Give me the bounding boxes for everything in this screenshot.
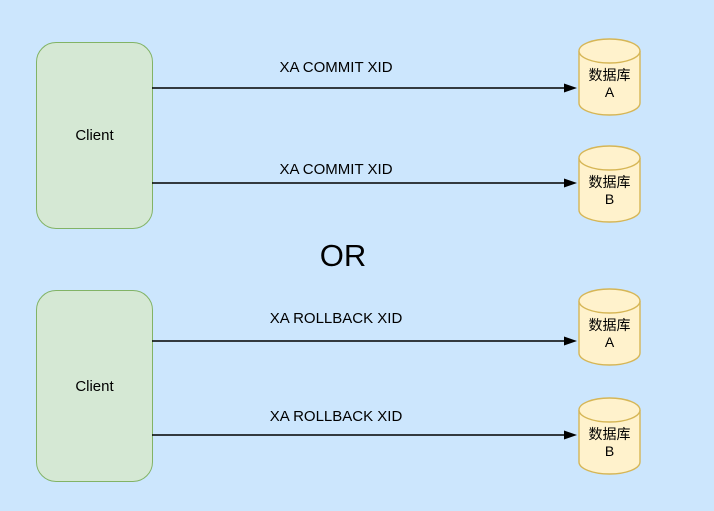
database-name: 数据库 xyxy=(588,174,631,190)
client-label: Client xyxy=(75,127,114,144)
arrow-commit-db-b xyxy=(152,178,577,188)
database-letter: A xyxy=(604,334,615,350)
cylinder-top xyxy=(578,38,641,64)
arrow-rollback-db-b xyxy=(152,430,577,440)
cylinder-body xyxy=(578,51,641,116)
database-name: 数据库 xyxy=(588,426,631,442)
database-node-b-bottom: 数据库 B xyxy=(578,397,641,475)
arrow-commit-db-a xyxy=(152,83,577,93)
edge-label-rollback-b: XA ROLLBACK XID xyxy=(269,408,403,425)
database-cylinder-icon xyxy=(578,145,641,223)
database-name: 数据库 xyxy=(588,317,631,333)
arrow-rollback-db-a xyxy=(152,336,577,346)
edge-label-commit-a: XA COMMIT XID xyxy=(279,59,393,76)
arrowhead-icon xyxy=(564,336,577,346)
database-letter: A xyxy=(604,84,615,100)
database-label: 数据库 B xyxy=(572,174,647,208)
cylinder-top xyxy=(578,397,641,423)
edge-label-rollback-a: XA ROLLBACK XID xyxy=(269,310,403,327)
database-label: 数据库 B xyxy=(572,426,647,460)
client-label: Client xyxy=(75,377,114,395)
database-node-b-top: 数据库 B xyxy=(578,145,641,223)
arrowhead-icon xyxy=(564,83,577,93)
cylinder-body xyxy=(578,301,641,366)
database-cylinder-icon xyxy=(578,397,641,475)
cylinder-top xyxy=(578,288,641,314)
database-letter: B xyxy=(604,443,615,459)
database-label: 数据库 A xyxy=(572,67,647,101)
edge-label-commit-b: XA COMMIT XID xyxy=(279,161,393,178)
client-node-bottom: Client xyxy=(36,290,153,482)
arrowhead-icon xyxy=(564,178,577,188)
database-letter: B xyxy=(604,191,615,207)
client-node-top: Client xyxy=(36,42,153,229)
database-name: 数据库 xyxy=(588,67,631,83)
arrowhead-icon xyxy=(564,430,577,440)
database-node-a-bottom: 数据库 A xyxy=(578,288,641,366)
database-node-a-top: 数据库 A xyxy=(578,38,641,116)
or-separator-label: OR xyxy=(319,238,367,273)
cylinder-body xyxy=(578,158,641,223)
cylinder-body xyxy=(578,410,641,475)
cylinder-top xyxy=(578,145,641,171)
database-cylinder-icon xyxy=(578,288,641,366)
database-cylinder-icon xyxy=(578,38,641,116)
database-label: 数据库 A xyxy=(572,317,647,351)
